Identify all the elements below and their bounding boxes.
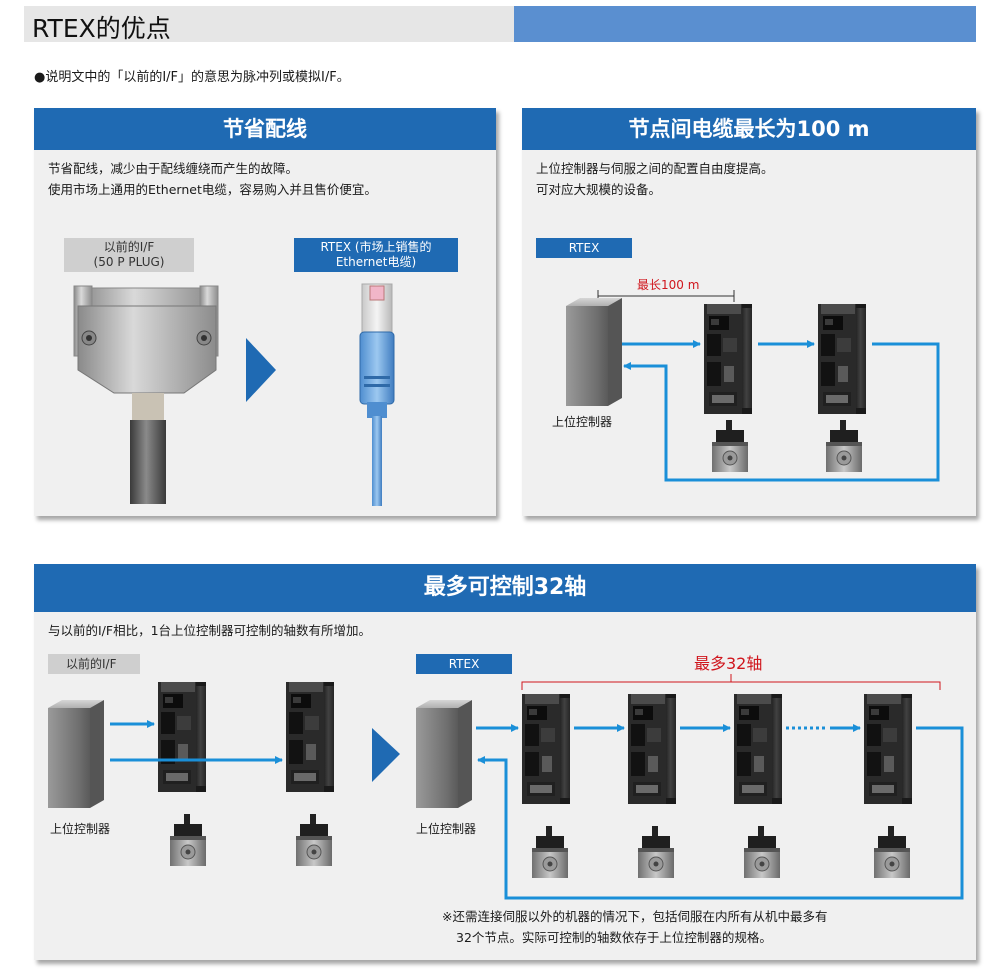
- panel-axes: 最多可控制32轴 与以前的I/F相比，1台上位控制器可控制的轴数有所增加。 以前…: [34, 564, 976, 960]
- distance-label: 最长100 m: [637, 278, 700, 292]
- servo-amp-image: [818, 304, 866, 414]
- servo-amp-image: [704, 304, 752, 414]
- rtex-cable-tag: RTEX (市场上销售的 Ethernet电缆): [294, 238, 458, 272]
- old-if-tag: 以前的I/F (50 P PLUG): [64, 238, 194, 272]
- old-if-tag-line2: (50 P PLUG): [93, 255, 165, 269]
- servo-amp-image: [734, 694, 782, 804]
- rtex-cable-tag-line1: RTEX (市场上销售的: [320, 240, 432, 254]
- panel-distance-heading: 节点间电缆最长为100 m: [522, 108, 976, 150]
- panel-axes-controller-label-right: 上位控制器: [416, 822, 477, 836]
- upper-controller-image: [48, 700, 104, 808]
- servo-motor-image: [743, 825, 781, 879]
- servo-motor-image: [531, 825, 569, 879]
- panel-distance-line2: 可对应大规模的设备。: [536, 182, 662, 197]
- upper-controller-image: [566, 298, 622, 406]
- panel-distance: 节点间电缆最长为100 m 上位控制器与伺服之间的配置自由度提高。 可对应大规模…: [522, 108, 976, 516]
- max-axes-bracket: [521, 681, 941, 690]
- servo-amp-image: [158, 682, 206, 792]
- panel-wiring-line2: 使用市场上通用的Ethernet电缆，容易购入并且售价便宜。: [48, 182, 377, 197]
- servo-amp-image: [628, 694, 676, 804]
- upper-controller-image: [416, 700, 472, 808]
- title-accent-bar: [514, 6, 976, 42]
- panel-axes-intro: 与以前的I/F相比，1台上位控制器可控制的轴数有所增加。: [48, 623, 372, 638]
- panel-axes-old-if-tag: 以前的I/F: [48, 654, 140, 674]
- footnote-line2: 32个节点。实际可控制的轴数依存于上位控制器的规格。: [456, 930, 772, 945]
- title-bar: RTEX的优点: [24, 6, 976, 43]
- max-axes-label: 最多32轴: [694, 654, 763, 673]
- servo-amp-image: [522, 694, 570, 804]
- d-sub-connector-image: [73, 285, 219, 504]
- servo-motor-image: [637, 825, 675, 879]
- panel-wiring-heading: 节省配线: [34, 108, 496, 150]
- return-cable-arrow: [477, 726, 964, 900]
- panel-distance-line1: 上位控制器与伺服之间的配置自由度提高。: [536, 161, 774, 176]
- footnote-line1: ※还需连接伺服以外的机器的情况下，包括伺服在内所有从机中最多有: [442, 909, 828, 924]
- panel-distance-rtex-tag: RTEX: [536, 238, 632, 258]
- panel-wiring: 节省配线 节省配线，减少由于配线缠绕而产生的故障。 使用市场上通用的Ethern…: [34, 108, 496, 516]
- panel-axes-footnote: ※还需连接伺服以外的机器的情况下，包括伺服在内所有从机中最多有 32个节点。实际…: [442, 906, 827, 948]
- servo-amp-image: [864, 694, 912, 804]
- distance-illustration: [566, 290, 940, 482]
- servo-motor-image: [169, 813, 207, 867]
- axes-illustration: [48, 674, 964, 900]
- panel-distance-controller-label: 上位控制器: [552, 415, 613, 429]
- panel-wiring-text: 节省配线，减少由于配线缠绕而产生的故障。 使用市场上通用的Ethernet电缆，…: [48, 158, 377, 200]
- panel-axes-controller-label-left: 上位控制器: [50, 822, 111, 836]
- old-if-tag-line1: 以前的I/F: [103, 240, 155, 254]
- servo-motor-image: [711, 419, 749, 473]
- panel-distance-text: 上位控制器与伺服之间的配置自由度提高。 可对应大规模的设备。: [536, 158, 774, 200]
- servo-amp-image: [286, 682, 334, 792]
- definition-note: ●说明文中的「以前的I/F」的意思为脉冲列或模拟I/F。: [34, 70, 350, 85]
- wiring-illustration: [73, 283, 395, 506]
- servo-motor-image: [825, 419, 863, 473]
- servo-motor-image: [295, 813, 333, 867]
- page-title: RTEX的优点: [32, 14, 171, 43]
- convert-arrow: [246, 338, 276, 402]
- rtex-cable-tag-line2: Ethernet电缆): [335, 255, 417, 269]
- panel-axes-heading: 最多可控制32轴: [34, 564, 976, 612]
- panel-wiring-line1: 节省配线，减少由于配线缠绕而产生的故障。: [48, 161, 299, 176]
- panel-axes-rtex-tag: RTEX: [416, 654, 512, 674]
- convert-arrow: [372, 728, 400, 782]
- return-cable-arrow: [623, 342, 940, 482]
- ethernet-cable-image: [359, 283, 395, 506]
- servo-motor-image: [873, 825, 911, 879]
